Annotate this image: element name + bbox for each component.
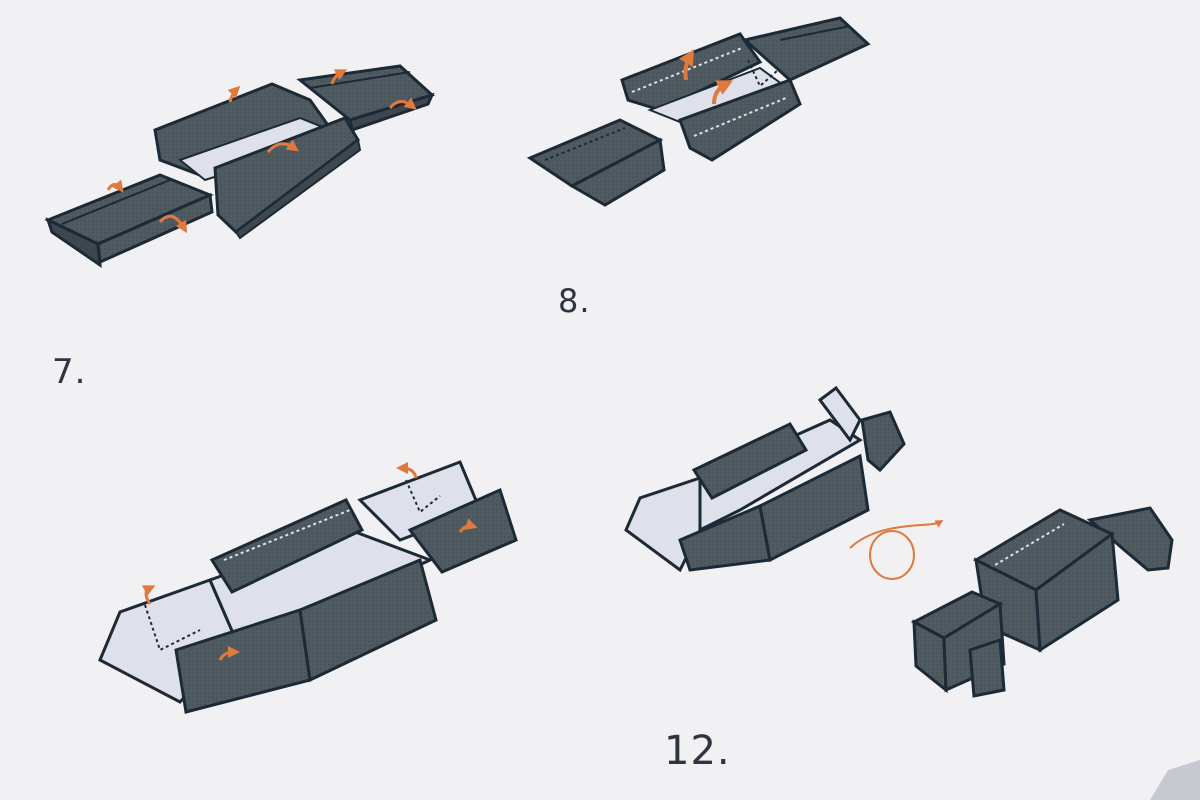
step-12-label: 12. xyxy=(664,728,731,774)
step-7-label: 7. xyxy=(52,352,87,392)
step-7-diagram xyxy=(44,64,435,269)
step-lower-left-diagram xyxy=(98,460,518,714)
step-8-label: 8. xyxy=(558,282,591,320)
step-8-diagram xyxy=(526,16,871,207)
flip-over-arrow-icon xyxy=(849,519,944,580)
step-12-finished-car xyxy=(910,506,1174,698)
step-12-open-form xyxy=(624,385,906,573)
